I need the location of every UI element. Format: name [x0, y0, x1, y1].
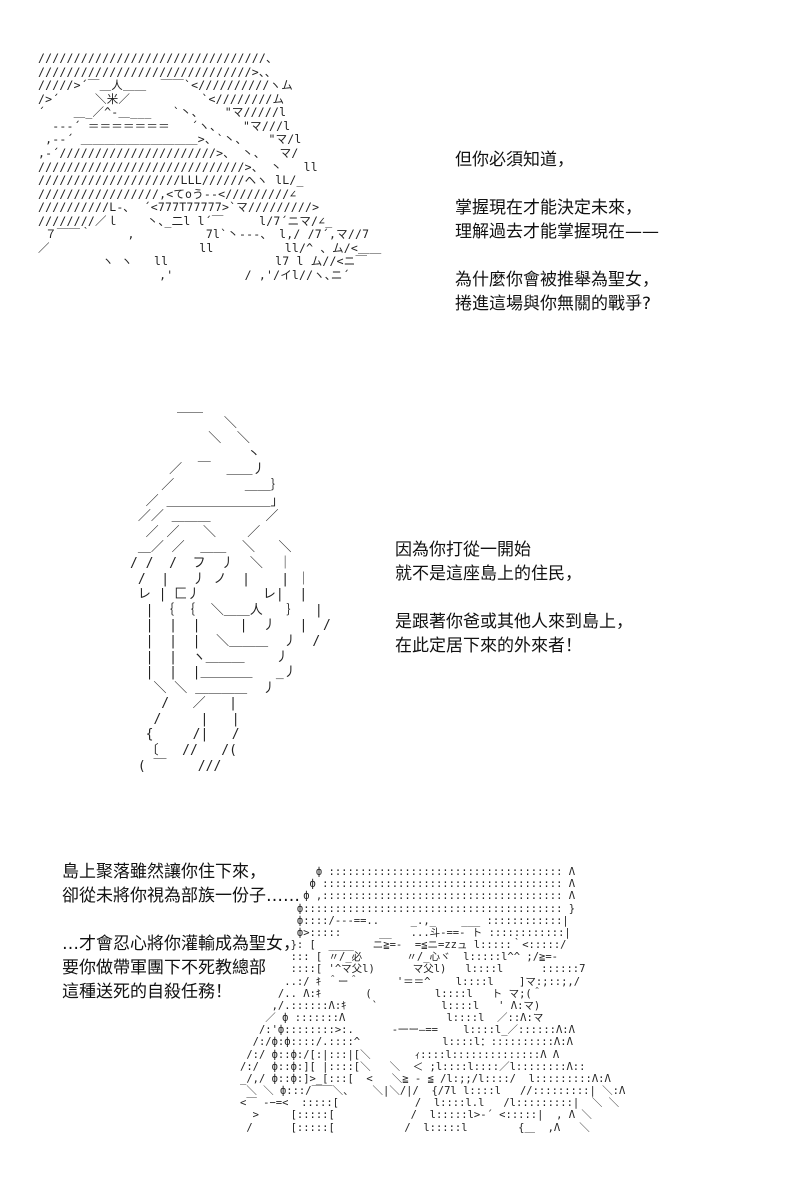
manga-panel-1: ////////////////////////////////、 //////… [0, 0, 800, 390]
dialogue-line: 掌握現在才能決定未來， [455, 198, 642, 218]
dialogue-line [455, 172, 659, 196]
dialogue-line [455, 244, 659, 268]
manga-panel-2: ＿＿ ＼ ＼ ＼ 丶 ／ ￣ ＿＿丿 ／ ＿＿｝ ／ ＿＿＿＿＿＿＿＿」 ／／ … [0, 390, 800, 830]
ascii-art-figure-silhouette: ＿＿ ＼ ＼ ＼ 丶 ／ ￣ ＿＿丿 ／ ＿＿｝ ／ ＿＿＿＿＿＿＿＿」 ／／ … [130, 400, 331, 774]
dialogue-line: 捲進這場與你無關的戰爭? [455, 294, 652, 314]
dialogue-line: …才會忍心將你灌輸成為聖女， [62, 934, 300, 954]
dialogue-text-2: 因為你打從一開始 就不是這座島上的住民， 是跟著你爸或其他人來到島上， 在此定居… [395, 538, 633, 658]
dialogue-line: 是跟著你爸或其他人來到島上， [395, 612, 633, 632]
ascii-art-officer-face: ф ::::::::::::::::::::::::::::::::::::: … [240, 866, 626, 1134]
dialogue-line: 要你做帶軍團下不死教總部 [62, 958, 266, 978]
dialogue-line: 就不是這座島上的住民， [395, 564, 582, 584]
ascii-art-officer-cap: ////////////////////////////////、 //////… [38, 51, 382, 282]
dialogue-text-1: 但你必須知道， 掌握現在才能決定未來， 理解過去才能掌握現在—— 為什麼你會被推… [455, 148, 659, 316]
dialogue-line: 因為你打從一開始 [395, 540, 531, 560]
dialogue-text-3: 島上聚落雖然讓你住下來， 卻從未將你視為部族一份子…… …才會忍心將你灌輸成為聖… [62, 860, 300, 1004]
dialogue-line: 在此定居下來的外來者！ [395, 636, 582, 656]
dialogue-line: 但你必須知道， [455, 150, 574, 170]
dialogue-line: 島上聚落雖然讓你住下來， [62, 862, 266, 882]
dialogue-line [395, 586, 633, 610]
manga-panel-3: 島上聚落雖然讓你住下來， 卻從未將你視為部族一份子…… …才會忍心將你灌輸成為聖… [0, 830, 800, 1200]
dialogue-line: 卻從未將你視為部族一份子…… [62, 886, 300, 906]
dialogue-line: 這種送死的自殺任務！ [62, 982, 232, 1002]
dialogue-line: 理解過去才能掌握現在—— [455, 222, 659, 242]
dialogue-line: 為什麼你會被推舉為聖女， [455, 270, 659, 290]
